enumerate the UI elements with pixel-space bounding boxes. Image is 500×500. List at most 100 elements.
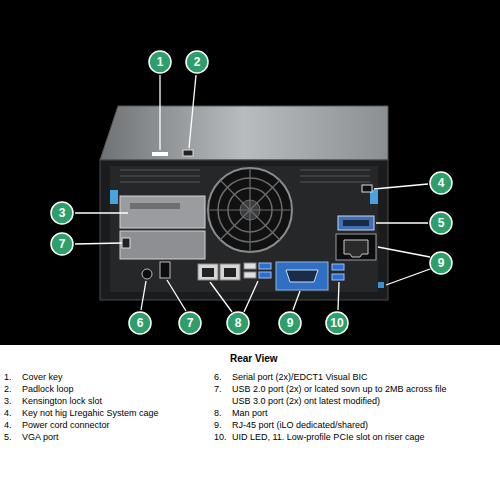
item-number: 8.	[214, 407, 232, 419]
callout-disc	[149, 51, 171, 73]
callout-number: 2	[185, 50, 209, 74]
list-heading: Rear View	[230, 353, 278, 364]
slot-cutout	[130, 203, 180, 209]
rj45-port	[198, 264, 218, 280]
callout-disc	[279, 312, 301, 334]
callout-disc	[227, 312, 249, 334]
item-text: Padlock loop	[22, 383, 209, 395]
list-row: 1.Cover key	[4, 371, 209, 383]
list-row: 3.Kensington lock slot	[4, 395, 209, 407]
usb2-port	[244, 272, 256, 278]
jack	[142, 269, 152, 279]
item-number: 4.	[4, 419, 22, 431]
item-text: Key not hig Lregahic System cage	[22, 407, 209, 419]
callout-disc	[51, 233, 73, 255]
callout-circle: 4	[429, 171, 453, 195]
vga-port	[338, 216, 374, 230]
dark-ground	[0, 0, 500, 345]
item-text: Cover key	[22, 371, 209, 383]
item-text: UID LED, 11. Low-profile PCIe slot on ri…	[232, 431, 496, 443]
item-text: Power cord connector	[22, 419, 209, 431]
rj45-socket	[202, 268, 214, 277]
callout-disc	[430, 172, 452, 194]
usb-port	[160, 262, 170, 278]
item-text: Serial port (2x)/EDCT1 Visual BIC	[232, 371, 496, 383]
item-text: Kensington lock slot	[22, 395, 209, 407]
callout-disc	[430, 212, 452, 234]
leader-lines	[75, 75, 430, 312]
callout-circle: 9	[278, 311, 302, 335]
callout-number: 7	[50, 232, 74, 256]
usb3-port	[259, 263, 271, 269]
callout-number: 4	[429, 171, 453, 195]
cover-key	[152, 152, 168, 156]
item-number: 7.	[214, 383, 232, 395]
callout-circle: 5	[429, 211, 453, 235]
uid-led	[378, 282, 384, 288]
item-text: Man port	[232, 407, 496, 419]
list-row: 4.Power cord connector	[4, 419, 209, 431]
list-row: 6.Serial port (2x)/EDCT1 Visual BIC	[214, 371, 496, 383]
callout-disc	[430, 252, 452, 274]
power-connector	[336, 234, 376, 260]
rj45-port	[220, 264, 240, 280]
callout-disc	[129, 312, 151, 334]
pcie-slot	[120, 196, 205, 228]
top-cover	[100, 106, 388, 160]
item-text: RJ-45 port (iLO dedicated/shared)	[232, 419, 496, 431]
fan	[208, 168, 292, 252]
callout-number: 9	[278, 311, 302, 335]
serial-port	[286, 270, 318, 282]
item-number: 10.	[214, 431, 232, 443]
item-number: 2.	[4, 383, 22, 395]
callout-disc	[179, 312, 201, 334]
serial-panel	[276, 262, 328, 290]
vga-pins	[343, 220, 369, 226]
callout-number: 10	[325, 311, 349, 335]
callout-circle: 3	[50, 201, 74, 225]
callout-number: 9	[429, 251, 453, 275]
list-row: 10.UID LED, 11. Low-profile PCIe slot on…	[214, 431, 496, 443]
item-number: 1.	[4, 371, 22, 383]
callout-circle: 2	[185, 50, 209, 74]
item-number: 9.	[214, 419, 232, 431]
callout-disc	[326, 312, 348, 334]
callout-circle: 8	[226, 311, 250, 335]
item-number: 4.	[4, 407, 22, 419]
item-text: VGA port	[22, 431, 209, 443]
list-row: USB 3.0 port (2x) ont latest modified)	[214, 395, 496, 407]
kensington-slot	[122, 238, 130, 248]
callout-number: 8	[226, 311, 250, 335]
callout-circle: 9	[429, 251, 453, 275]
list-row: 5.VGA port	[4, 431, 209, 443]
blue-tab	[110, 190, 118, 204]
padlock-loop	[183, 150, 193, 156]
lock-slot	[362, 185, 372, 192]
callout-circle: 6	[128, 311, 152, 335]
legend-list: 1.Cover key2.Padlock loop3.Kensington lo…	[4, 371, 209, 443]
callout-number: 1	[148, 50, 172, 74]
callout-number: 3	[50, 201, 74, 225]
callout-circle: 1	[148, 50, 172, 74]
callout-circle: 7	[50, 232, 74, 256]
callout-number: 6	[128, 311, 152, 335]
list-row: 2.Padlock loop	[4, 383, 209, 395]
usb3-port	[332, 274, 344, 280]
item-number: 6.	[214, 371, 232, 383]
power-socket	[344, 240, 368, 257]
riser-cage	[120, 231, 205, 259]
usb3-port	[332, 264, 344, 270]
spacer	[214, 395, 232, 407]
light-ground	[0, 345, 500, 500]
list-row: 4.Key not hig Lregahic System cage	[4, 407, 209, 419]
callout-circle: 7	[178, 311, 202, 335]
list-row: 7.USB 2.0 port (2x) or lcated sovn up to…	[214, 383, 496, 395]
item-number: 5.	[4, 431, 22, 443]
callout-disc	[186, 51, 208, 73]
inner-panel	[110, 166, 378, 292]
list-row: 8.Man port	[214, 407, 496, 419]
rear-panel	[100, 160, 388, 300]
rj45-socket	[224, 268, 236, 277]
item-text: USB 3.0 port (2x) ont latest modified)	[232, 395, 496, 407]
